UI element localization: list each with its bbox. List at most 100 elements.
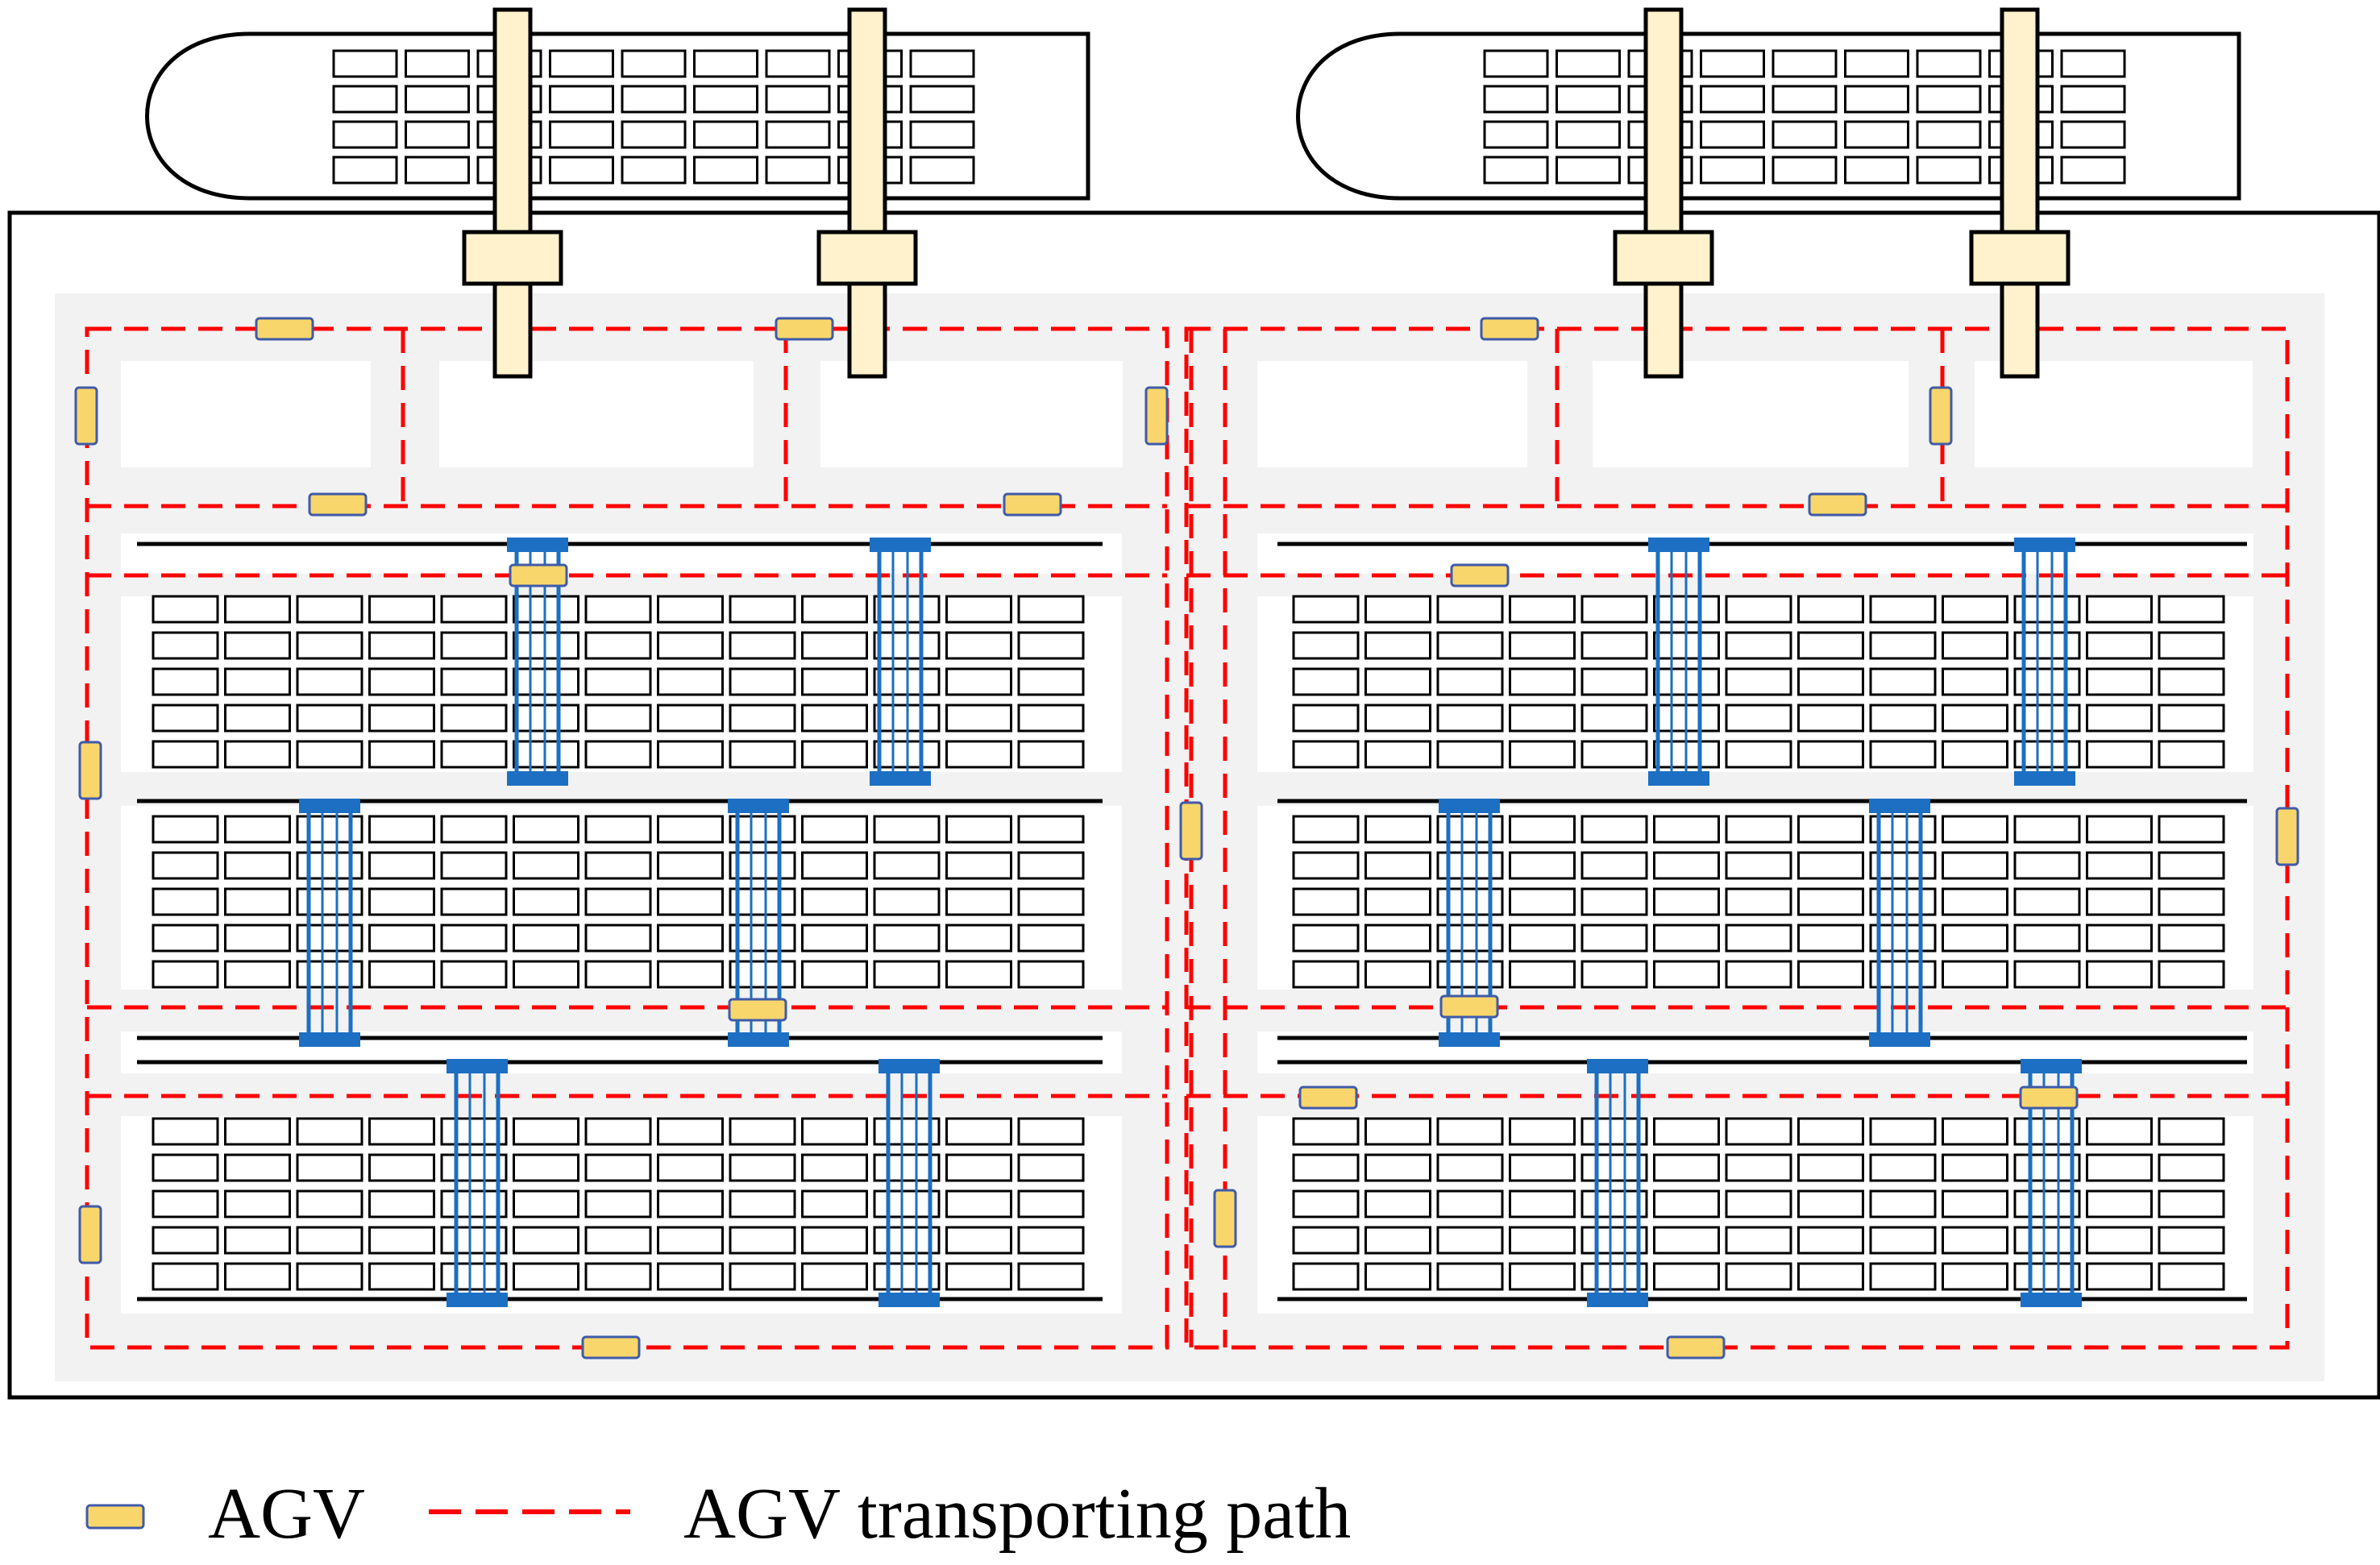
container-slot [729, 595, 796, 624]
container-slot [1292, 740, 1360, 769]
ship-left [145, 31, 1090, 201]
agv-vehicle-icon [78, 741, 102, 800]
container-slot [152, 1153, 219, 1182]
container-slot [1017, 667, 1085, 696]
container-slot [368, 1189, 435, 1218]
container-slot [1942, 1189, 2008, 1218]
yard-crane-beam [878, 1059, 940, 1073]
container-slot [152, 924, 219, 953]
container-slot [1797, 1262, 1864, 1291]
yard-crane-beam [870, 771, 931, 786]
container-slot [2086, 1153, 2153, 1182]
container-slot [152, 704, 219, 733]
container-slot [152, 1189, 219, 1218]
container-slot [1292, 815, 1360, 844]
ship-container [2060, 156, 2126, 185]
container-slot [1942, 960, 2008, 989]
yard-crane-icon [299, 799, 360, 1047]
container-slot [1797, 851, 1864, 880]
container-slot [2086, 1189, 2153, 1218]
legend-agv-icon [85, 1504, 145, 1530]
legend-agv-label: AGV [208, 1474, 365, 1554]
container-slot [2086, 924, 2153, 953]
container-slot [729, 1226, 796, 1255]
ship-container [693, 156, 758, 185]
container-slot [801, 1226, 868, 1255]
container-slot [368, 1262, 435, 1291]
ship-container [405, 156, 470, 185]
container-slot [657, 924, 724, 953]
container-slot [1017, 595, 1085, 624]
container-slot [873, 887, 941, 916]
ship-container [909, 156, 975, 185]
yard-area [439, 361, 754, 467]
yard-crane-icon [1648, 538, 1709, 786]
container-slot [2013, 1226, 2081, 1255]
yard-crane-icon [447, 1059, 508, 1307]
container-slot [224, 740, 291, 769]
container-slot [1725, 1226, 1792, 1255]
container-slot [1292, 1153, 1360, 1182]
ship-container [1700, 120, 1765, 149]
container-slot [801, 851, 868, 880]
container-slot [657, 851, 724, 880]
container-slot [584, 1189, 652, 1218]
container-slot [1797, 1117, 1864, 1146]
container-slot [2158, 740, 2225, 769]
container-slot [1436, 1117, 1504, 1146]
container-slot [1580, 1262, 1648, 1291]
yard-crane-beam [1439, 799, 1500, 813]
container-slot [296, 595, 363, 624]
container-slot [296, 1226, 363, 1255]
container-slot [440, 667, 508, 696]
container-slot [657, 704, 724, 733]
container-slot [152, 960, 219, 989]
container-slot [1364, 631, 1431, 660]
container-slot [1292, 631, 1360, 660]
container-slot [657, 631, 724, 660]
container-slot [2158, 1117, 2225, 1146]
container-slot [801, 631, 868, 660]
container-slot [1364, 851, 1431, 880]
container-slot [945, 960, 1012, 989]
container-slot [1017, 631, 1085, 660]
container-slot [1942, 924, 2008, 953]
container-slot [945, 631, 1012, 660]
container-slot [1942, 887, 2008, 916]
container-slot [1797, 704, 1864, 733]
container-slot [2013, 1262, 2081, 1291]
legend: AGV AGV transporting path [85, 1474, 1351, 1554]
container-slot [224, 851, 291, 880]
container-slot [513, 1117, 579, 1146]
container-slot [513, 1226, 579, 1255]
container-slot [2013, 1117, 2081, 1146]
container-slot [1017, 740, 1085, 769]
agv-vehicle-icon [1003, 492, 1062, 517]
ship-container [765, 49, 831, 78]
ship-container [1916, 120, 1982, 149]
container-slot [1942, 815, 2008, 844]
container-slot [1017, 1189, 1085, 1218]
container-slot [801, 667, 868, 696]
container-slot [1653, 1226, 1720, 1255]
container-blocks-layer [152, 595, 2225, 1291]
container-slot [1509, 1153, 1576, 1182]
container-slot [1509, 887, 1576, 916]
container-slot [224, 704, 291, 733]
container-slot [1509, 1117, 1576, 1146]
container-slot [440, 1189, 508, 1218]
container-slot [2086, 960, 2153, 989]
container-slot [657, 815, 724, 844]
container-slot [1942, 667, 2008, 696]
yard-area [121, 361, 371, 467]
agv-vehicle-icon [728, 998, 787, 1022]
container-slot [2158, 595, 2225, 624]
container-slot [152, 1117, 219, 1146]
container-slot [1797, 1153, 1864, 1182]
container-slot [1509, 595, 1576, 624]
container-slot [729, 740, 796, 769]
agv-vehicle-icon [1450, 563, 1510, 587]
container-slot [152, 887, 219, 916]
quay-crane-boom [847, 7, 887, 379]
